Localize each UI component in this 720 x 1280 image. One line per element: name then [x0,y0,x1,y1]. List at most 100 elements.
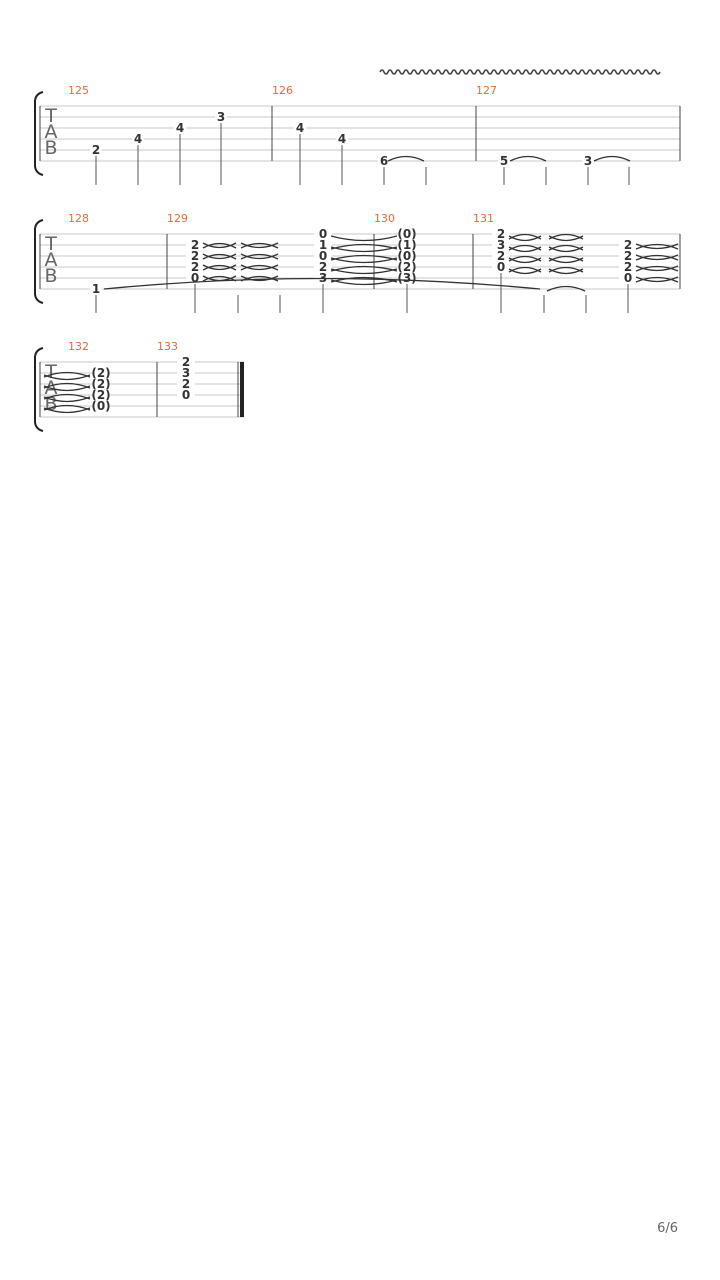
tie-arc [509,155,547,162]
tie-arc [202,264,237,271]
fret-knockout [186,261,204,273]
fret-knockout [398,250,416,262]
tie-arc [548,255,584,262]
fret-knockout [398,272,416,284]
tie-arc [635,265,679,272]
fret-number: 1 [319,238,327,252]
fret-knockout [90,144,102,156]
tie-arc [43,396,91,403]
tab-letter: B [44,137,57,159]
fret-number: 2 [182,377,190,391]
measure-number: 132 [68,340,89,353]
fret-number: 5 [500,154,508,168]
tie-arc [202,242,237,249]
measure-number: 131 [473,212,494,225]
final-barline [240,362,244,417]
fret-knockout [492,239,510,251]
tie-arc [43,404,91,411]
fret-number: 4 [296,121,304,135]
measure-number: 129 [167,212,188,225]
fret-knockout [177,389,195,401]
slur-arc [103,277,541,290]
tie-arc [508,255,542,262]
measure-number: 127 [476,84,497,97]
fret-knockout [215,111,227,123]
tie-arc [202,242,237,249]
fret-knockout [582,155,594,167]
tie-arc [43,385,91,392]
measure-number: 128 [68,212,89,225]
fret-knockout [132,133,144,145]
fret-number: 2 [182,355,190,369]
fret-number: 0 [182,388,190,402]
tie-arc [330,276,398,283]
fret-knockout [92,389,110,401]
tie-arc [43,407,91,414]
fret-knockout [619,272,637,284]
fret-number: (0) [91,399,110,413]
tie-arc [240,264,279,271]
tie-arc [508,244,542,251]
fret-number: 2 [319,260,327,274]
fret-knockout [90,283,102,295]
fret-knockout [378,155,390,167]
fret-knockout [619,250,637,262]
tie-arc [202,253,237,260]
fret-number: 1 [92,282,100,296]
fret-number: (2) [91,366,110,380]
fret-knockout [619,261,637,273]
tie-arc [635,265,679,272]
tie-arc [546,285,586,292]
system-bracket [34,219,44,304]
fret-knockout [398,239,416,251]
fret-knockout [492,261,510,273]
tie-arc [548,244,584,251]
measure-number: 125 [68,84,89,97]
fret-knockout [314,228,332,240]
tab-letter: B [44,265,57,287]
fret-number: (2) [91,388,110,402]
fret-number: 2 [624,238,632,252]
fret-knockout [398,261,416,273]
fret-number: 0 [497,260,505,274]
tab-letter: T [44,105,57,127]
fret-knockout [314,239,332,251]
tie-arc [508,233,542,240]
measure-number: 133 [157,340,178,353]
tab-letter: T [44,233,57,255]
tie-arc [43,371,91,378]
fret-knockout [92,367,110,379]
fret-number: 0 [319,249,327,263]
tie-arc [240,275,279,282]
tab-letter: A [45,249,58,271]
system-bracket [34,347,44,432]
fret-number: 2 [497,227,505,241]
measure-number: 130 [374,212,395,225]
fret-knockout [177,367,195,379]
fret-knockout [294,122,306,134]
fret-number: (0) [397,227,416,241]
measure-number: 126 [272,84,293,97]
fret-knockout [336,133,348,145]
tie-arc [330,246,398,253]
fret-number: 3 [217,110,225,124]
fret-number: 2 [191,260,199,274]
tie-arc [240,264,279,271]
tie-arc [43,393,91,400]
fret-number: (1) [397,238,416,252]
tie-arc [635,243,679,250]
fret-number: 4 [176,121,184,135]
tie-arc [508,266,542,273]
tie-arc [330,254,398,261]
tie-arc [240,242,279,249]
fret-number: 2 [191,238,199,252]
tie-arc [330,279,398,286]
tie-arc [548,266,584,273]
fret-number: 0 [319,227,327,241]
fret-number: 3 [584,154,592,168]
tie-arc [330,265,398,272]
fret-number: (0) [397,249,416,263]
tie-arc [635,243,679,250]
fret-number: 2 [497,249,505,263]
